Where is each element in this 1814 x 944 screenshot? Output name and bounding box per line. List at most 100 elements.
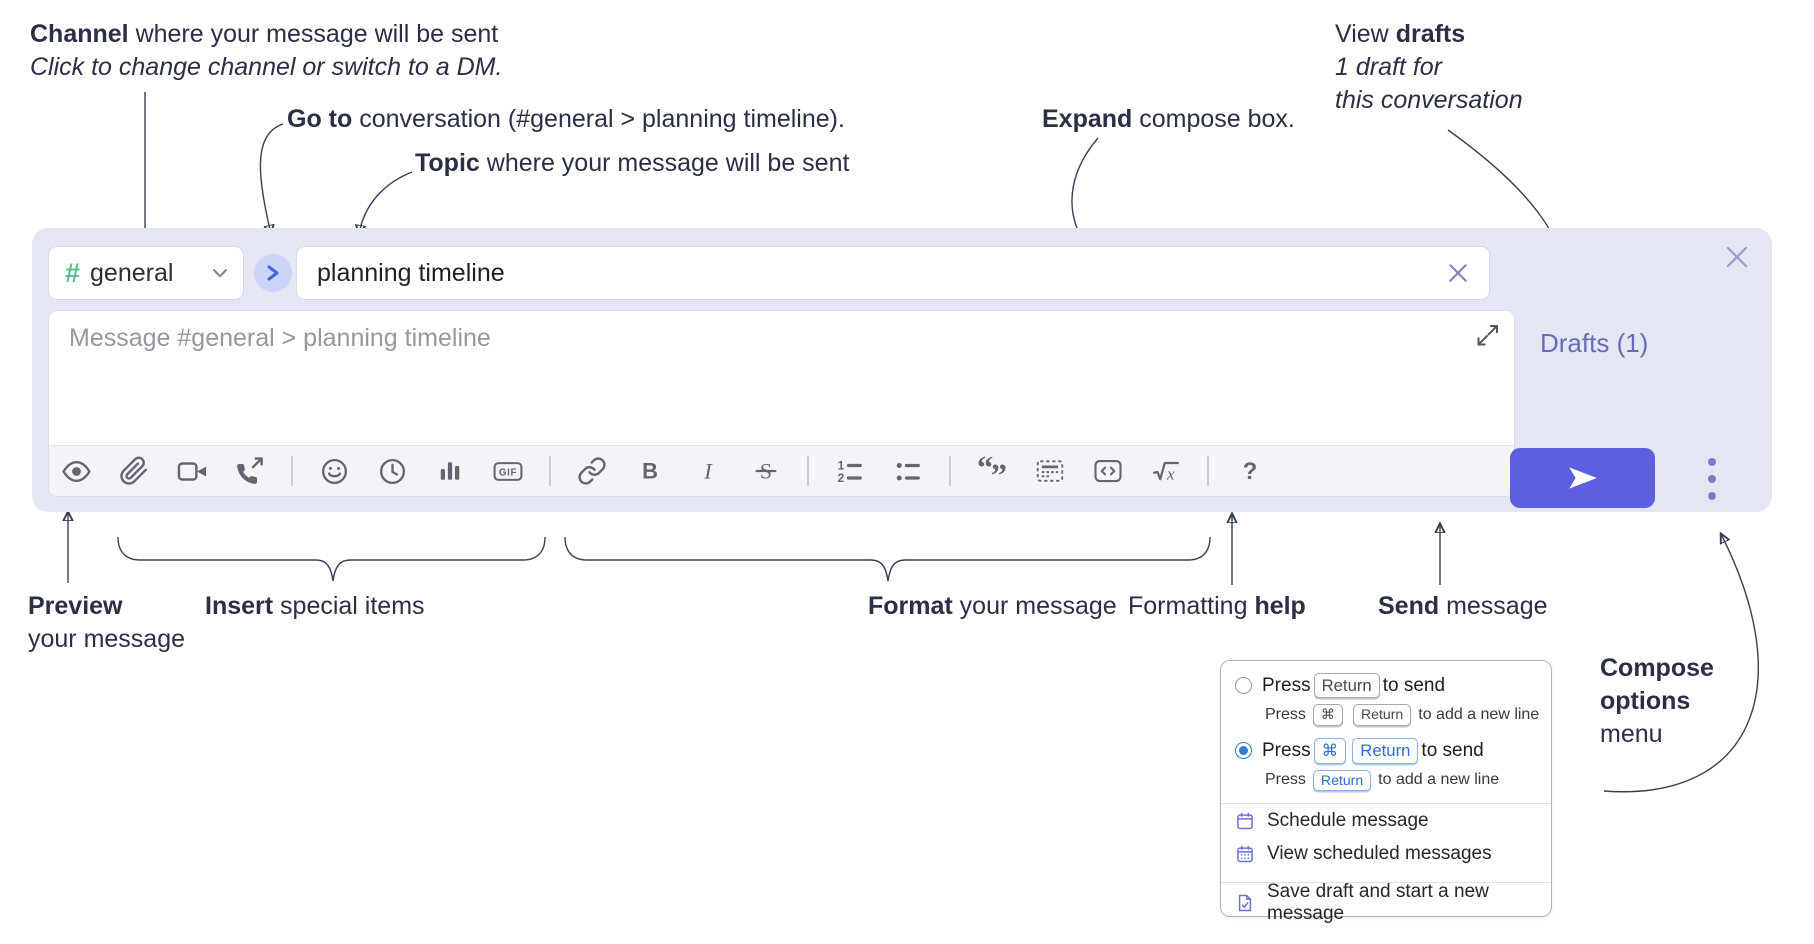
menu-divider [1221, 803, 1551, 805]
italic-icon: I [693, 456, 723, 486]
annotation-formatting-help: Formatting help [1128, 592, 1306, 620]
annotation-send: Send message [1378, 592, 1548, 620]
question-mark-icon: ? [1235, 456, 1265, 486]
bold-icon: B [635, 456, 665, 486]
video-camera-icon [177, 456, 208, 487]
attach-file-button[interactable] [117, 453, 151, 489]
poll-button[interactable] [433, 453, 467, 489]
key-chip: Return [1312, 769, 1372, 792]
strikethrough-button[interactable]: S [749, 453, 783, 489]
global-time-button[interactable] [375, 453, 409, 489]
calendar-grid-icon [1237, 845, 1253, 862]
svg-text:2: 2 [838, 471, 845, 485]
dot-icon [1708, 492, 1716, 500]
menu-item-save-draft[interactable]: Save draft and start a new message [1221, 881, 1551, 924]
send-icon [1565, 461, 1601, 495]
annotation-drafts: View drafts 1 draft for this conversatio… [1335, 20, 1523, 114]
quote-button[interactable]: “” [975, 451, 1009, 495]
key-chip: ⌘ [1313, 738, 1347, 764]
clear-topic-icon[interactable] [1447, 262, 1469, 284]
chevron-down-icon [213, 268, 227, 278]
quote-icon: “” [977, 451, 1007, 495]
menu-item-schedule-message[interactable]: Schedule message [1221, 804, 1551, 837]
link-button[interactable] [575, 453, 609, 489]
bulleted-list-icon [893, 456, 923, 486]
annotation-compose-options: Compose options menu [1600, 654, 1714, 748]
spoiler-button[interactable] [1033, 453, 1067, 489]
link-icon [577, 456, 607, 486]
topic-input[interactable]: planning timeline [296, 246, 1490, 300]
svg-text:B: B [642, 458, 658, 483]
channel-hash-icon: # [65, 257, 81, 288]
strikethrough-icon: S [751, 456, 781, 486]
topic-connector [359, 171, 413, 234]
radio-selected-icon[interactable] [1235, 742, 1252, 760]
message-formatting-help-button[interactable]: ? [1233, 453, 1267, 489]
phone-call-icon [235, 456, 265, 486]
compose-options-menu-button[interactable] [1696, 450, 1728, 508]
annotation-preview: Preview your message [28, 592, 186, 653]
go-to-conversation-button[interactable] [254, 254, 292, 292]
toolbar-divider [807, 456, 809, 486]
bulleted-list-button[interactable] [891, 453, 925, 489]
toolbar-divider [1207, 456, 1209, 486]
toolbar-divider [949, 456, 951, 486]
chevron-right-icon [266, 265, 280, 281]
gif-button[interactable]: GIF [491, 453, 525, 489]
compose-box: # general planning timeline Message # [32, 228, 1772, 512]
topic-value: planning timeline [317, 258, 505, 287]
expand-icon [1476, 323, 1500, 347]
svg-text:x: x [1166, 464, 1175, 483]
video-call-button[interactable] [175, 453, 209, 489]
paperclip-icon [119, 456, 149, 486]
menu-item-view-scheduled-messages[interactable]: View scheduled messages [1221, 837, 1551, 870]
format-brace [564, 536, 1211, 582]
drafts-link[interactable]: Drafts (1) [1540, 328, 1649, 358]
svg-text:“: “ [977, 451, 993, 487]
emoji-button[interactable] [317, 453, 351, 489]
italic-button[interactable]: I [691, 453, 725, 489]
compose-toolbar: GIF B I S 12 [49, 445, 1514, 496]
close-icon [1724, 244, 1750, 270]
svg-text:1: 1 [838, 458, 845, 472]
key-chip: Return [1352, 704, 1412, 727]
expand-compose-button[interactable] [1476, 323, 1500, 347]
annotation-topic: Topic where your message will be sent [415, 149, 850, 177]
dot-icon [1708, 458, 1716, 466]
annotation-expand: Expand compose box. [1042, 105, 1295, 133]
svg-text:I: I [703, 458, 713, 483]
send-button[interactable] [1510, 448, 1655, 508]
dot-icon [1708, 475, 1716, 483]
message-input[interactable]: Message #general > planning timeline [49, 311, 1514, 445]
annotation-insert: Insert special items [205, 592, 425, 620]
goto-connector [259, 123, 284, 234]
gif-icon: GIF [491, 456, 525, 487]
clock-icon [377, 456, 408, 487]
math-button[interactable]: x [1149, 453, 1183, 489]
spoiler-icon [1035, 456, 1065, 486]
eye-icon [61, 456, 92, 487]
key-chip: Return [1352, 738, 1419, 764]
calendar-icon [1237, 812, 1253, 829]
voice-call-button[interactable] [233, 453, 267, 489]
channel-selector[interactable]: # general [48, 246, 244, 300]
close-compose-button[interactable] [1724, 244, 1750, 270]
preview-button[interactable] [59, 453, 93, 489]
radio-unselected-icon[interactable] [1235, 677, 1252, 695]
insert-brace [117, 536, 546, 582]
svg-text:?: ? [1243, 458, 1258, 485]
annotation-goto: Go to conversation (#general > planning … [287, 105, 845, 133]
message-placeholder: Message #general > planning timeline [69, 324, 491, 352]
annotation-format: Format your message [868, 592, 1117, 620]
bold-button[interactable]: B [633, 453, 667, 489]
code-button[interactable] [1091, 453, 1125, 489]
